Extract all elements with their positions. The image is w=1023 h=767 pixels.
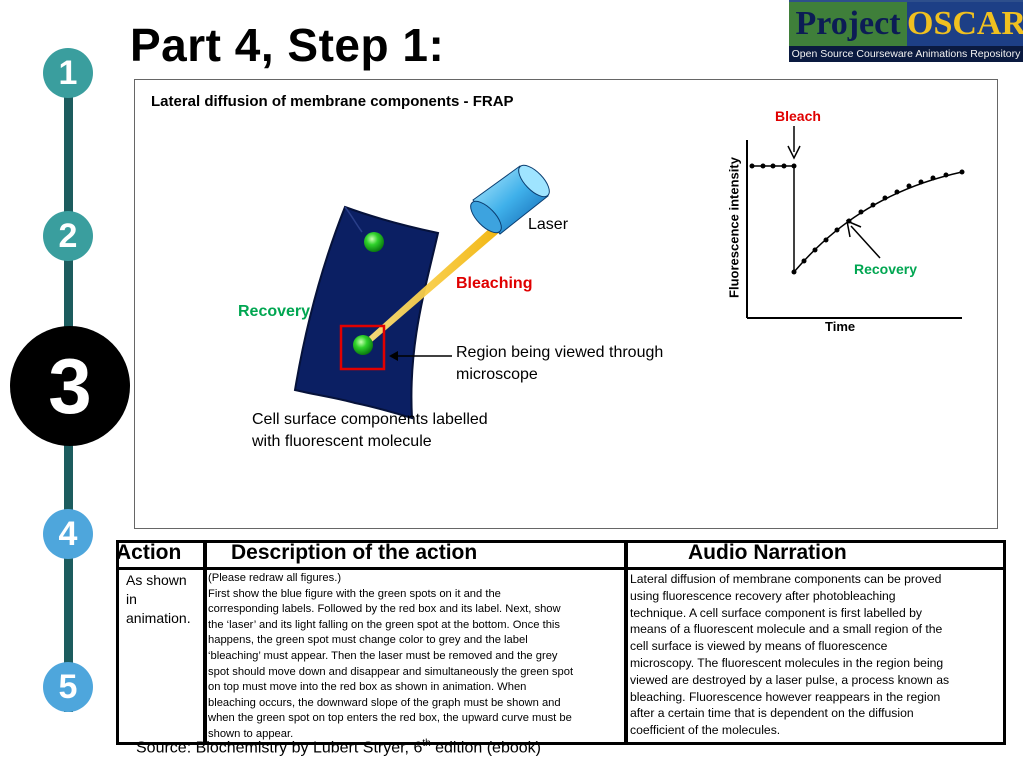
narration-line: bleaching. Fluorescence however reappear…: [630, 689, 1000, 706]
narration-line: cell surface is viewed by means of fluor…: [630, 638, 1000, 655]
description-line: spot should move down and disappear and …: [208, 665, 623, 681]
narration-line: using fluorescence recovery after photob…: [630, 588, 1000, 605]
description-cell: (Please redraw all figures.) First show …: [208, 571, 623, 743]
narration-line: means of a fluorescent molecule and a sm…: [630, 621, 1000, 638]
green-spot-top: [364, 232, 384, 252]
description-line: on top must move into the red box as sho…: [208, 680, 623, 696]
narration-line: microscopy. The fluorescent molecules in…: [630, 655, 1000, 672]
table-header-action: Action: [116, 541, 181, 565]
description-line: corresponding labels. Followed by the re…: [208, 602, 623, 618]
bleaching-label: Bleaching: [456, 275, 532, 293]
region-label-line-1: Region being viewed through: [456, 342, 663, 364]
narration-cell: Lateral diffusion of membrane components…: [630, 571, 1000, 739]
fluorescence-graph: [747, 126, 965, 318]
action-text-line: As shown: [126, 571, 191, 590]
action-cell: As shown in animation.: [126, 571, 191, 628]
description-line: bleaching occurs, the downward slope of …: [208, 696, 623, 712]
region-label: Region being viewed through microscope: [456, 342, 663, 386]
graph-recovery-label: Recovery: [854, 261, 917, 277]
table-col-divider-1: [203, 540, 207, 742]
narration-line: after a certain time that is dependent o…: [630, 705, 1000, 722]
source-text-suffix: edition (ebook): [431, 739, 541, 756]
source-superscript: th: [422, 738, 430, 749]
action-text-line: in: [126, 590, 191, 609]
narration-line: technique. A cell surface component is f…: [630, 605, 1000, 622]
cell-label: Cell surface components labelled with fl…: [252, 409, 488, 453]
table-col-divider-2: [624, 540, 628, 742]
description-line: happens, the green spot must change colo…: [208, 633, 623, 649]
table-header-rule: [116, 567, 1003, 570]
narration-line: coefficient of the molecules.: [630, 722, 1000, 739]
laser-label: Laser: [528, 216, 568, 234]
source-citation: Source: Biochemistry by Lubert Stryer, 6…: [136, 738, 541, 757]
graph-x-axis-label: Time: [825, 319, 855, 334]
description-line: ‘bleaching’ must appear. Then the laser …: [208, 649, 623, 665]
description-line: the ‘laser’ and its light falling on the…: [208, 618, 623, 634]
action-text-line: animation.: [126, 609, 191, 628]
description-line: (Please redraw all figures.): [208, 571, 623, 587]
description-line: when the green spot on top enters the re…: [208, 711, 623, 727]
narration-line: viewed are destroyed by a laser pulse, a…: [630, 672, 1000, 689]
table-header-description: Description of the action: [231, 541, 477, 565]
cell-label-line-1: Cell surface components labelled: [252, 409, 488, 431]
graph-bleach-label: Bleach: [775, 108, 821, 124]
green-spot-bottom: [353, 335, 373, 355]
region-label-line-2: microscope: [456, 364, 663, 386]
narration-line: Lateral diffusion of membrane components…: [630, 571, 1000, 588]
table-header-narration: Audio Narration: [688, 541, 847, 565]
recovery-curve: [794, 172, 962, 272]
graph-data-points: [750, 164, 965, 275]
source-text: Source: Biochemistry by Lubert Stryer, 6: [136, 739, 422, 756]
description-line: First show the blue figure with the gree…: [208, 587, 623, 603]
recovery-label: Recovery: [238, 303, 310, 321]
cell-label-line-2: with fluorescent molecule: [252, 431, 488, 453]
graph-y-axis-label: Fluorescence intensity: [727, 150, 742, 306]
intensity-baseline-line: [752, 166, 794, 272]
